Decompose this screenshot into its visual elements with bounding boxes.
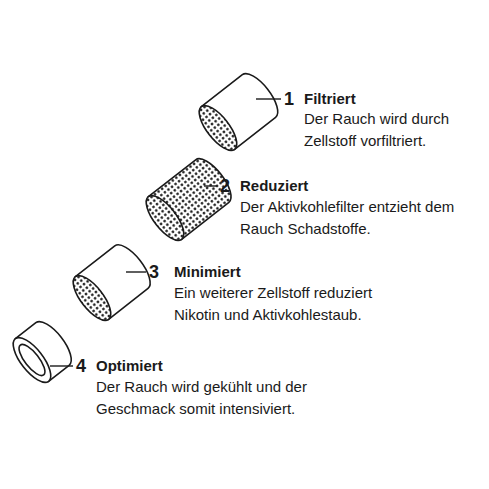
leader-line xyxy=(204,185,217,186)
step-description: Ein weiterer Zellstoff reduziert Nikotin… xyxy=(174,282,414,326)
cooling-tube xyxy=(7,316,78,388)
step-description: Der Aktivkohlefilter entzieht dem Rauch … xyxy=(240,196,468,240)
leader-line xyxy=(256,98,281,99)
step-description: Der Rauch wird durch Zellstoff vorfiltri… xyxy=(304,108,484,152)
callout-number: 4 xyxy=(76,356,86,376)
callout-number: 2 xyxy=(220,176,230,196)
callout-number: 3 xyxy=(149,262,159,282)
leader-line xyxy=(50,365,73,366)
step-heading: Optimiert xyxy=(96,356,163,376)
cellulose-segment xyxy=(67,239,157,326)
cellulose-segment xyxy=(193,68,285,156)
leader-line xyxy=(126,271,146,272)
step-heading: Minimiert xyxy=(174,262,241,282)
step-description: Der Rauch wird gekühlt und der Geschmack… xyxy=(96,376,336,420)
callout-number: 1 xyxy=(284,89,294,109)
step-heading: Filtriert xyxy=(304,89,356,109)
step-heading: Reduziert xyxy=(240,176,308,196)
activated-carbon-segment xyxy=(140,153,238,246)
